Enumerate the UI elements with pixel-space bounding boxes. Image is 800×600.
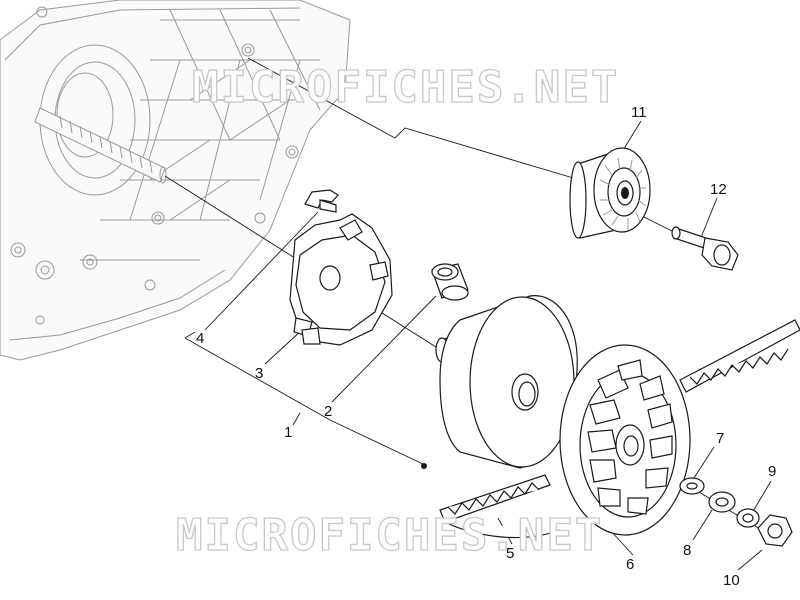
watermark-top: MICROFICHES.NET	[192, 62, 619, 113]
watermark-bottom: MICROFICHES.NET	[176, 510, 603, 561]
part-3-ramp-plate	[289, 213, 393, 346]
callout-3: 3	[255, 365, 263, 382]
part-10-nut	[757, 514, 793, 547]
part-1-pulley	[435, 295, 578, 469]
callout-6: 6	[626, 556, 634, 573]
part-9-washer	[736, 508, 760, 528]
part-12-bolt	[671, 226, 739, 271]
part-8-washer	[708, 491, 736, 513]
callout-4: 4	[196, 330, 204, 347]
leader-dot	[421, 463, 427, 469]
callout-2: 2	[324, 403, 332, 420]
callout-7: 7	[716, 430, 724, 447]
callout-5: 5	[506, 545, 514, 562]
part-5-belt	[439, 319, 800, 539]
crankcase-housing	[0, 0, 351, 361]
callout-10: 10	[723, 572, 740, 589]
part-7-washer	[679, 477, 705, 495]
part-2-bushing	[431, 263, 469, 301]
part-6-fan-pulley	[559, 344, 691, 536]
part-11-bearing-roller	[569, 147, 651, 239]
callout-12: 12	[710, 181, 727, 198]
drive-shaft	[34, 107, 167, 184]
callout-8: 8	[683, 542, 691, 559]
callout-9: 9	[768, 463, 776, 480]
callout-1: 1	[284, 424, 292, 441]
part-4-slider-clip	[304, 189, 339, 213]
callout-11: 11	[631, 104, 647, 121]
